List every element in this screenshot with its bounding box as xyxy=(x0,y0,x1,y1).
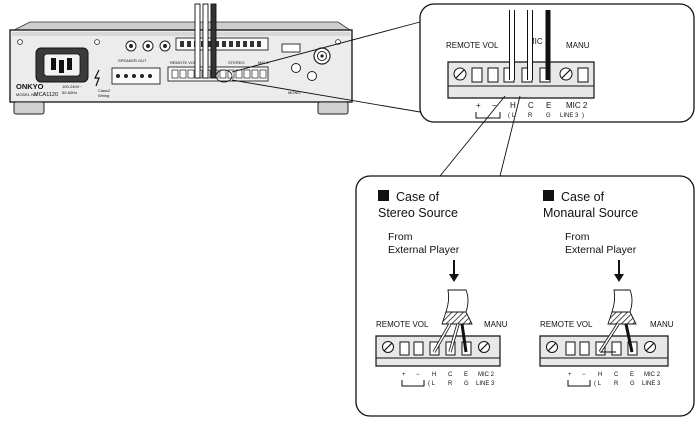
terminal-zoom-callout: REMOTE VOL MIC 2 MANU + − H C E MIC 2 ( xyxy=(419,3,695,123)
zoom-term-l: L xyxy=(512,113,516,119)
case-mono-minus: − xyxy=(582,372,586,378)
power-freq: 50-60Hz xyxy=(62,90,77,95)
case-stereo-g: G xyxy=(464,381,469,387)
case-mono-heading-1: Case of xyxy=(561,190,605,204)
case-mono-remote-vol: REMOTE VOL xyxy=(540,320,593,329)
case-mono-mic: MIC 2 xyxy=(644,372,661,378)
case-stereo-line: LINE 3 xyxy=(476,381,495,387)
model-label: MCA1120 xyxy=(34,92,58,98)
case-mono-manu: MANU xyxy=(650,320,674,329)
zoom-mic-bottom: MIC 2 xyxy=(566,101,588,110)
down-arrow-icon xyxy=(614,274,624,282)
case-stereo-minus: − xyxy=(416,372,420,378)
case-stereo-remote-vol: REMOTE VOL xyxy=(376,320,429,329)
power-rating: 100-240V~ xyxy=(62,84,82,89)
warning-bolt-icon xyxy=(94,69,100,87)
brand-label: ONKYO xyxy=(16,82,44,91)
case-mono-c: C xyxy=(614,372,619,378)
wiring-cases-panel: Case of Stereo Source From External Play… xyxy=(355,175,695,417)
class2-label: Class2 xyxy=(98,88,111,93)
zoom-paren-open: ( xyxy=(508,113,510,119)
case-mono-from-1: From xyxy=(565,231,590,243)
case-mono-l: ( L xyxy=(594,381,602,387)
case-mono-heading-2: Monaural Source xyxy=(543,206,638,220)
zoom-mic-label: MIC 2 xyxy=(528,37,550,46)
case-mono-g: G xyxy=(630,381,635,387)
case-mono: Case of Monaural Source From External Pl… xyxy=(539,190,674,387)
case-mono-from-2: External Player xyxy=(565,244,637,256)
case-stereo-r: R xyxy=(448,381,453,387)
zoom-term-e: E xyxy=(546,101,551,110)
case-stereo-from-1: From xyxy=(388,231,413,243)
case-bullet xyxy=(543,190,554,201)
zoom-term-c: C xyxy=(528,101,534,110)
zoom-term-minus: − xyxy=(492,101,497,110)
case-mono-r: R xyxy=(614,381,619,387)
case-stereo-manu: MANU xyxy=(484,320,508,329)
case-stereo: Case of Stereo Source From External Play… xyxy=(375,190,508,387)
case-stereo-heading-1: Case of xyxy=(396,190,440,204)
zoom-term-r: R xyxy=(528,113,533,119)
case-stereo-l: ( L xyxy=(428,381,436,387)
case-mono-plus: + xyxy=(568,372,572,378)
case-stereo-c: C xyxy=(448,372,453,378)
case-mono-line: LINE 3 xyxy=(642,381,661,387)
case-stereo-heading-2: Stereo Source xyxy=(378,206,458,220)
case-stereo-plus: + xyxy=(402,372,406,378)
zoom-paren-close: ) xyxy=(582,113,584,119)
zoom-line-label: LINE 3 xyxy=(560,113,579,119)
down-arrow-icon xyxy=(449,274,459,282)
zoom-remote-vol-label: REMOTE VOL xyxy=(446,41,499,50)
zoom-manu-label: MANU xyxy=(566,41,590,50)
case-mono-h: H xyxy=(598,372,602,378)
case-stereo-from-2: External Player xyxy=(388,244,460,256)
zoom-term-h: H xyxy=(510,101,516,110)
model-prefix: MODEL NO. xyxy=(16,92,38,97)
speaker-out-label: SPEAKER OUT xyxy=(118,58,147,63)
case-mono-e: E xyxy=(630,372,634,378)
zoom-term-plus: + xyxy=(476,101,481,110)
mono-small-label: MONO xyxy=(288,90,300,95)
wiring-label: Wiring xyxy=(98,93,109,98)
case-stereo-h: H xyxy=(432,372,436,378)
case-bullet xyxy=(378,190,389,201)
remote-vol-small-label: REMOTE VOL xyxy=(170,60,197,65)
mic-small-label: MIC 2 xyxy=(258,60,269,65)
case-stereo-mic: MIC 2 xyxy=(478,372,495,378)
stereo-small-label: STEREO xyxy=(228,60,244,65)
case-stereo-e: E xyxy=(464,372,468,378)
amplifier-rear-panel: ONKYO MODEL NO. MCA1120 100-240V~ 50-60H… xyxy=(9,3,353,115)
zoom-term-g: G xyxy=(546,113,551,119)
